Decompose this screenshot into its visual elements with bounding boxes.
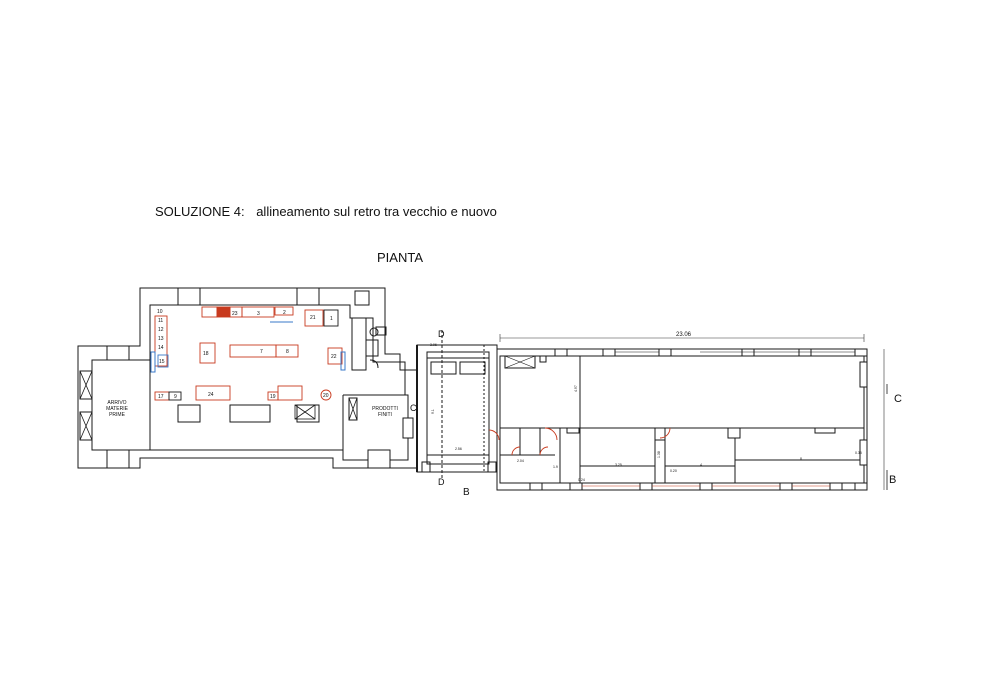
new-building-walls	[496, 348, 868, 491]
equipment-number: 7	[260, 349, 263, 355]
cross-marks	[79, 370, 358, 441]
svg-text:0.35: 0.35	[855, 451, 862, 455]
equipment-number: 2	[283, 310, 286, 316]
svg-text:PRIME: PRIME	[109, 412, 126, 418]
svg-text:D: D	[438, 477, 445, 487]
svg-text:MATERIE: MATERIE	[106, 406, 129, 412]
section-markers-d: D D C B	[410, 329, 470, 498]
equipment-number: 9	[174, 394, 177, 400]
svg-text:8: 8	[800, 457, 802, 461]
new-building-piers	[504, 348, 868, 491]
connector-walls	[416, 330, 498, 480]
equipment-number: 22	[331, 354, 337, 360]
svg-text:ARRIVO: ARRIVO	[107, 400, 126, 406]
svg-text:1.38: 1.38	[657, 451, 661, 458]
equipment-number: 14	[158, 345, 164, 351]
svg-text:1.9: 1.9	[553, 465, 558, 469]
equipment-number: 15	[159, 359, 165, 365]
section-marker-b: B	[889, 474, 896, 486]
conveyors	[150, 321, 346, 373]
svg-text:2.04: 2.04	[517, 459, 524, 463]
equipment	[154, 306, 343, 401]
equipment-labels: 1 2 3 7 8 9 10 11 12 13 14 15 17 18 19 2…	[157, 309, 337, 400]
svg-text:2.56: 2.56	[455, 447, 462, 451]
plan-title: PIANTA	[377, 250, 423, 265]
svg-text:3.06: 3.06	[430, 343, 437, 347]
section-marker-c: C	[894, 393, 902, 405]
svg-text:4: 4	[700, 463, 702, 467]
svg-text:C: C	[410, 403, 417, 413]
area-label-outgoing: PRODOTTI FINITI	[372, 406, 398, 418]
equipment-number: 19	[270, 394, 276, 400]
dimension-overall	[499, 334, 885, 490]
equipment-number: 8	[286, 349, 289, 355]
svg-text:0.20: 0.20	[670, 469, 677, 473]
window-glazing	[504, 351, 855, 487]
equipment-number: 10	[157, 309, 163, 315]
equipment-number: 12	[158, 327, 164, 333]
equipment-number: 13	[158, 336, 164, 342]
equipment-number: 21	[310, 315, 316, 321]
svg-text:0.24: 0.24	[578, 478, 585, 482]
solution-label: SOLUZIONE 4:	[155, 204, 245, 219]
equipment-number: 23	[232, 311, 238, 317]
equipment-number: 3	[257, 311, 260, 317]
service-block	[351, 317, 387, 371]
solution-title: SOLUZIONE 4: allineamento sul retro tra …	[155, 204, 497, 219]
equipment-number: 24	[208, 392, 214, 398]
svg-text:FINITI: FINITI	[378, 412, 392, 418]
svg-text:B: B	[463, 487, 470, 498]
dimension-labels: 3.06 4.97 9.1 2.04 1.9 3.25 1.38 0.24 4 …	[430, 343, 862, 482]
equipment-number: 20	[323, 393, 329, 399]
svg-text:3.25: 3.25	[615, 463, 622, 467]
svg-text:4.97: 4.97	[574, 385, 578, 392]
svg-text:9.1: 9.1	[431, 409, 435, 414]
wall-piers	[79, 287, 414, 469]
equipment-number: 18	[203, 351, 209, 357]
equipment-number: 17	[158, 394, 164, 400]
old-building-walls	[77, 287, 418, 469]
equipment-number: 1	[330, 316, 333, 322]
area-label-incoming: ARRIVO MATERIE PRIME	[106, 400, 129, 418]
dimension-total-length: 23.06	[676, 332, 692, 338]
svg-text:PRODOTTI: PRODOTTI	[372, 406, 398, 412]
equipment-number: 11	[158, 318, 163, 324]
svg-text:D: D	[438, 329, 445, 339]
door-swings	[488, 427, 671, 456]
solution-description: allineamento sul retro tra vecchio e nuo…	[256, 204, 497, 219]
